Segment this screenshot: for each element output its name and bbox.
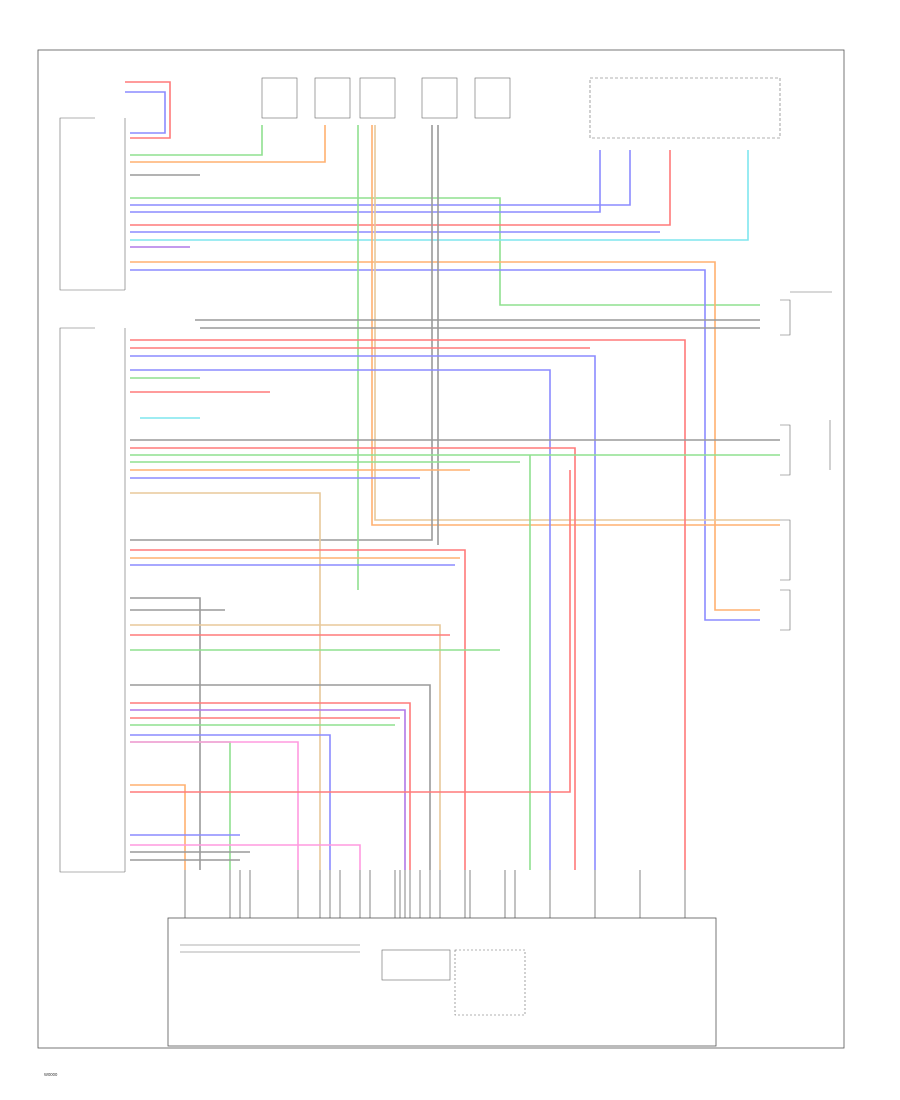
- wire-red-8: [130, 150, 671, 226]
- top-switch-boxes: [261, 77, 781, 139]
- wire-pink-54: [130, 844, 361, 870]
- wire-blue-1: [125, 91, 166, 134]
- wire-blue-24: [130, 369, 551, 870]
- wire-green-30: [130, 454, 780, 870]
- wire-gray-43: [130, 684, 431, 870]
- wire-gray-16: [130, 125, 433, 541]
- wire-green-49: [130, 741, 231, 870]
- wire-gray-38: [130, 597, 201, 870]
- wire-orange-12: [130, 261, 760, 611]
- wire-green-5: [130, 197, 760, 306]
- wire-green-2: [130, 125, 263, 156]
- wire-blue-48: [130, 734, 331, 870]
- wire-tan-40: [130, 624, 441, 870]
- wires-layer: [125, 81, 780, 918]
- wire-red-0: [125, 81, 171, 139]
- wire-blue-23: [130, 355, 596, 870]
- wire-red-21: [130, 339, 686, 870]
- wire-orange-51: [130, 784, 186, 870]
- wire-cyan-10: [130, 150, 749, 241]
- wire-blue-6: [130, 150, 631, 206]
- wire-blue-7: [130, 150, 601, 213]
- wire-red-44: [130, 702, 411, 870]
- wire-red-29: [130, 447, 576, 870]
- wire-orange-15: [371, 125, 780, 526]
- wire-pink-50: [130, 741, 299, 870]
- wire-tan-14: [374, 125, 780, 521]
- wire-purple-45: [130, 709, 406, 870]
- wire-orange-3: [130, 125, 326, 163]
- left-module-top: [59, 117, 126, 291]
- left-module-main: [59, 327, 126, 873]
- diagram-frame: [37, 49, 845, 1049]
- right-side-connectors: [780, 291, 832, 631]
- wire-tan-34: [130, 492, 321, 870]
- wire-red-52: [130, 470, 571, 793]
- diagram-code: W0000: [44, 1072, 58, 1077]
- wire-red-35: [130, 549, 466, 870]
- wire-blue-13: [130, 269, 760, 621]
- bottom-sensor-module: [167, 917, 717, 1047]
